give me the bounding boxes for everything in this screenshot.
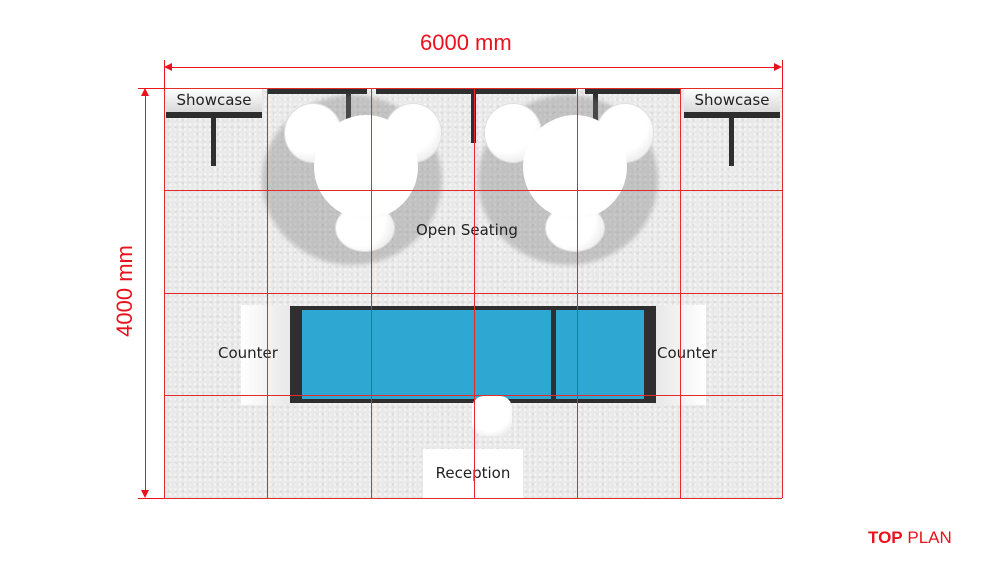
grid-line-horizontal: [164, 498, 782, 499]
reception-label-box: Reception: [423, 449, 523, 498]
showcase-right-label: Showcase: [694, 91, 770, 109]
counter-right-label: Counter: [657, 344, 717, 362]
height-ext-bottom: [138, 498, 164, 499]
counter-left-panel: [241, 305, 295, 405]
wall-divider: [346, 88, 351, 143]
stool-icon: [472, 396, 512, 436]
back-wall-segment: [267, 88, 367, 94]
wall-divider: [471, 88, 476, 143]
reception-desk: [290, 306, 656, 403]
grid-line-horizontal: [164, 395, 782, 396]
open-seating-label: Open Seating: [416, 221, 518, 239]
counter-left-label: Counter: [218, 344, 278, 362]
reception-label: Reception: [435, 464, 511, 482]
showcase-left-stand: [211, 118, 216, 166]
width-dimension-line: [166, 67, 780, 68]
showcase-left-label: Showcase: [176, 91, 252, 109]
arrow-left-icon: [164, 63, 172, 71]
arrow-right-icon: [774, 63, 782, 71]
plan-title-bold: TOP: [868, 528, 903, 547]
height-dimension-line: [145, 90, 146, 496]
wall-divider: [593, 88, 598, 143]
showcase-left: Showcase: [166, 88, 262, 118]
height-ext-top: [138, 88, 164, 89]
grid-line-vertical: [782, 88, 783, 498]
counter-right-panel: [652, 305, 706, 405]
desk-divider: [551, 306, 556, 403]
grid-line-horizontal: [164, 190, 782, 191]
desk-top-blue: [302, 310, 644, 399]
showcase-right: Showcase: [684, 88, 780, 118]
round-table-icon: [523, 115, 627, 219]
width-dimension-label: 6000 mm: [420, 30, 512, 55]
width-ext-left: [164, 60, 165, 88]
arrow-up-icon: [141, 88, 149, 96]
back-wall-segment: [585, 88, 680, 94]
grid-line-horizontal: [164, 88, 782, 89]
showcase-right-stand: [729, 118, 734, 166]
grid-line-horizontal: [164, 293, 782, 294]
arrow-down-icon: [141, 490, 149, 498]
back-wall-segment: [376, 88, 576, 94]
height-dimension-label: 4000 mm: [112, 245, 137, 337]
plan-title-light: PLAN: [907, 528, 952, 547]
width-ext-right: [782, 60, 783, 88]
round-table-icon: [314, 115, 418, 219]
plan-title: TOP PLAN: [868, 528, 952, 548]
